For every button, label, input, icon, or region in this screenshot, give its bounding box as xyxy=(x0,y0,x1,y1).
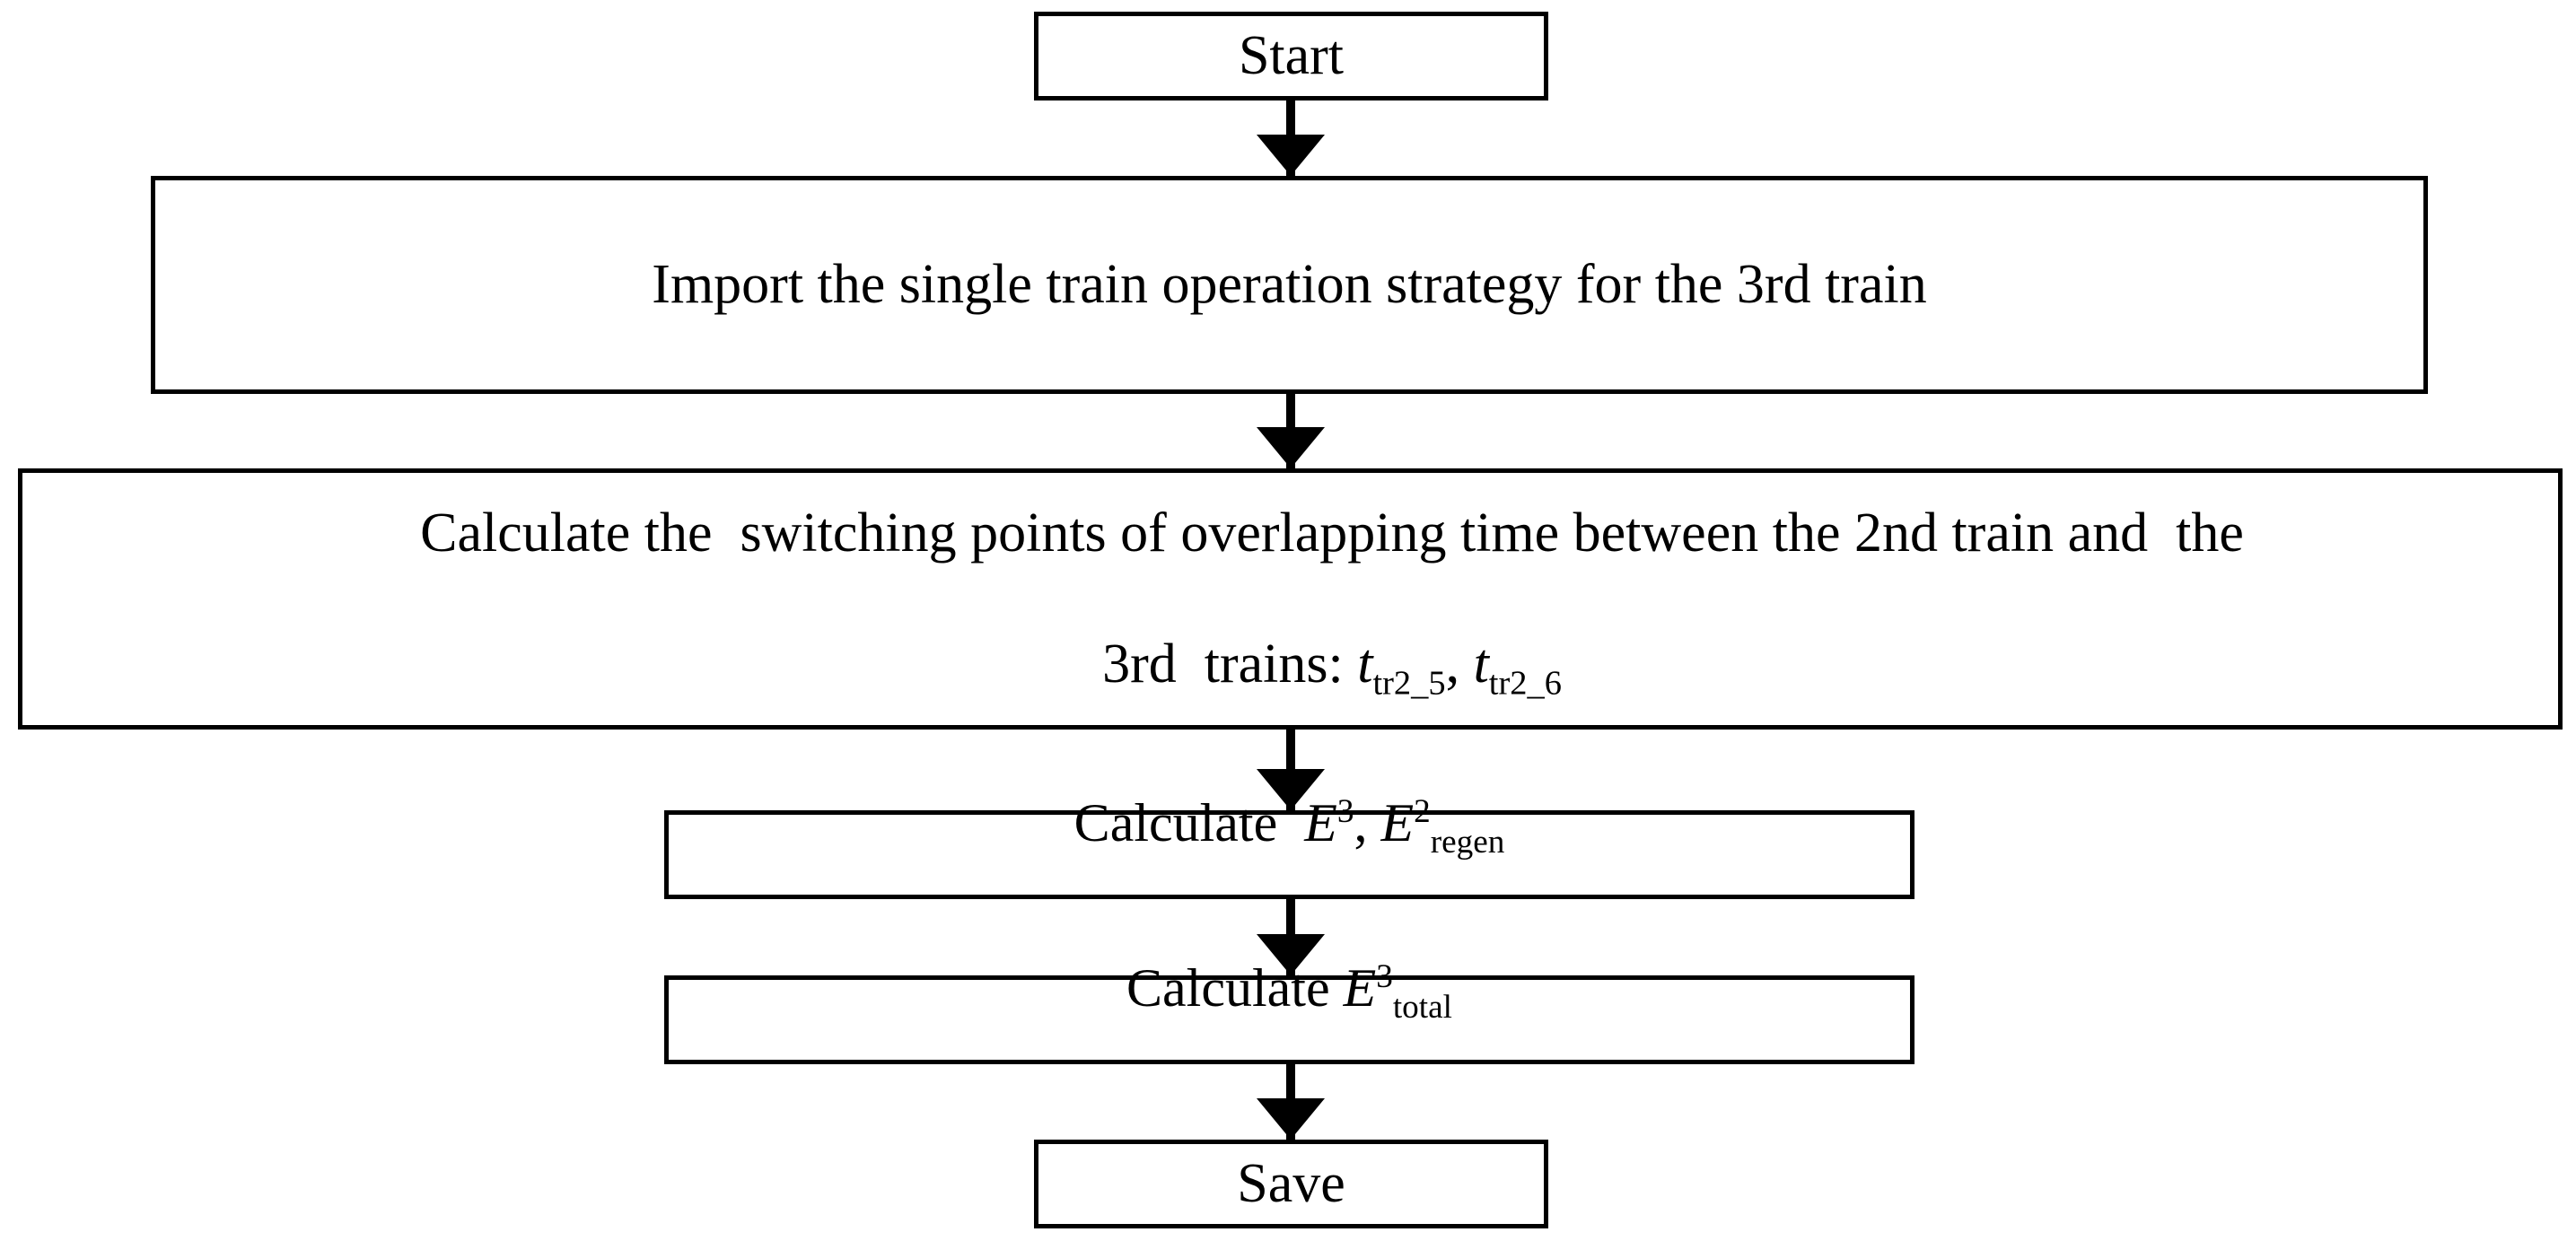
node-import-strategy[interactable]: Import the single train operation strate… xyxy=(151,176,2428,394)
arrowhead-down-icon xyxy=(1257,1098,1325,1140)
node-start[interactable]: Start xyxy=(1034,12,1548,101)
var-t-tr2-6-base: t xyxy=(1473,634,1489,695)
var-e3total-sub: total xyxy=(1392,988,1452,1026)
var-e2regen-sub: regen xyxy=(1430,823,1505,861)
arrowhead-down-icon xyxy=(1257,769,1325,810)
node-calculate-e3-total[interactable]: Calculate E3total xyxy=(664,958,1914,1064)
arrowhead-down-icon xyxy=(1257,135,1325,176)
node-save-label: Save xyxy=(1237,1152,1345,1214)
node-switching-points[interactable]: Calculate the switching points of overla… xyxy=(18,468,2563,730)
var-e3total-sup: 3 xyxy=(1376,957,1393,995)
switching-points-separator: , xyxy=(1445,634,1474,695)
var-e3total-base: E xyxy=(1343,957,1377,1018)
node-import-strategy-label: Import the single train operation strate… xyxy=(652,253,1927,315)
node-start-label: Start xyxy=(1238,24,1345,86)
switching-points-line2-prefix: 3rd trains: xyxy=(1102,634,1358,695)
calc-e3-prefix: Calculate xyxy=(1073,792,1305,852)
var-e3-sup: 3 xyxy=(1336,792,1354,830)
switching-points-line1: Calculate the switching points of overla… xyxy=(420,502,2244,564)
var-e2regen-sup: 2 xyxy=(1414,792,1431,830)
calc-total-prefix: Calculate xyxy=(1126,957,1344,1018)
node-calculate-e3-total-label: Calculate E3total xyxy=(1110,957,1468,1084)
node-save[interactable]: Save xyxy=(1034,1140,1548,1228)
node-calculate-e3-e2regen[interactable]: Calculate E3, E2regen xyxy=(664,793,1914,899)
calc-e3-separator: , xyxy=(1354,792,1381,852)
var-e2regen-base: E xyxy=(1380,792,1415,852)
arrowhead-down-icon xyxy=(1257,934,1325,975)
var-t-tr2-5-sub: tr2_5 xyxy=(1372,664,1446,703)
arrowhead-down-icon xyxy=(1257,427,1325,468)
var-t-tr2-5-base: t xyxy=(1357,634,1373,695)
node-switching-points-label: Calculate the switching points of overla… xyxy=(320,435,2260,764)
node-calculate-e3-e2regen-label: Calculate E3, E2regen xyxy=(1058,791,1521,919)
var-t-tr2-6-sub: tr2_6 xyxy=(1488,664,1562,703)
var-e3-base: E xyxy=(1304,792,1337,852)
